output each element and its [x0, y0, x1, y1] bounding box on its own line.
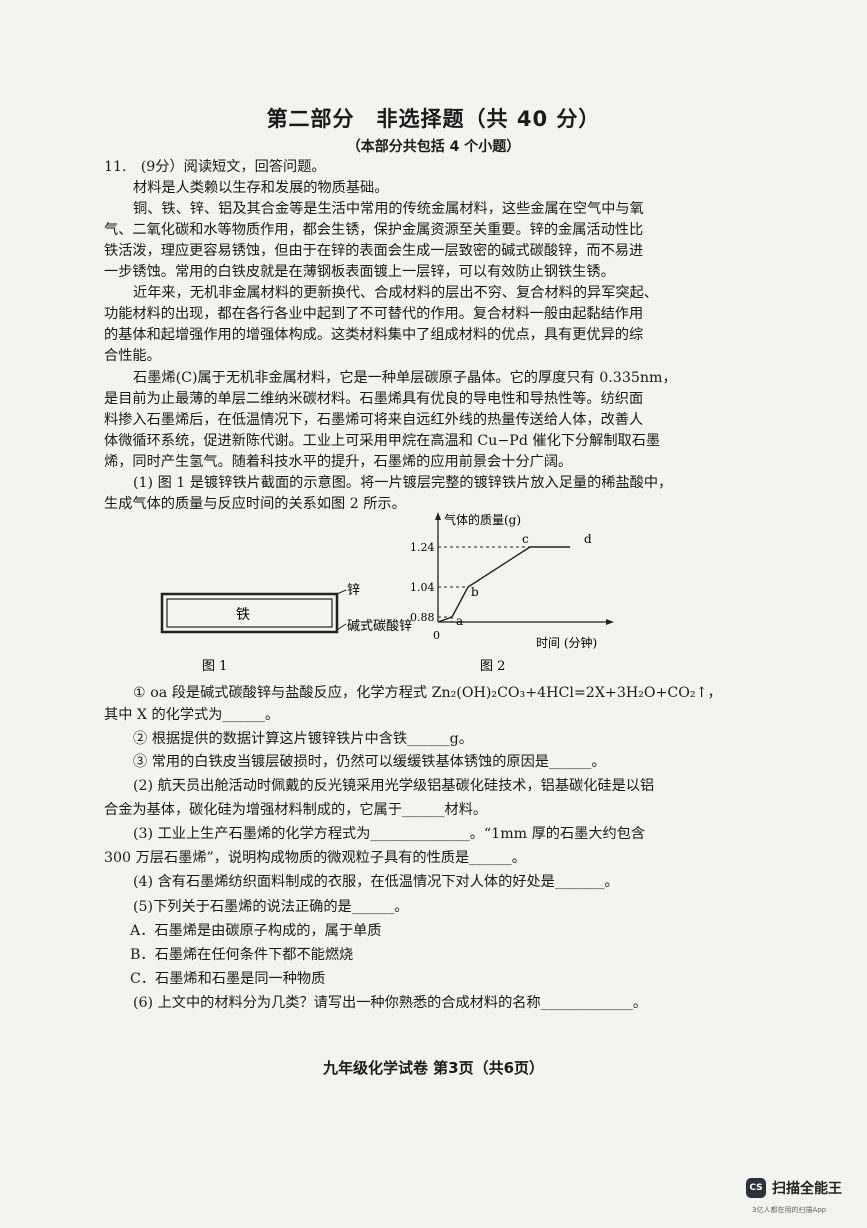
option-b: B．石墨烯在任何条件下都不能燃烧	[130, 947, 354, 963]
question-heading: 11. (9分）阅读短文，回答问题。	[104, 159, 326, 175]
point-label-a: a	[456, 614, 463, 628]
figure-1-diagram: 铁 锌 碱式碳酸锌 图 1	[160, 583, 412, 674]
passage-line: 是目前为止最薄的单层二维纳米碳材料。石墨烯具有优良的导电性和导热性等。纺织面	[104, 391, 644, 407]
passage-line: 合性能。	[104, 348, 161, 364]
passage-line: 功能材料的出现，都在各行各业中起到了不可替代的作用。复合材料一般由起黏结作用	[104, 306, 644, 322]
question-text: 生成气体的质量与反应时间的关系如图 2 所示。	[104, 496, 406, 512]
x-axis-title: 时间 (分钟)	[536, 635, 597, 650]
question-text: (6) 上文中的材料分为几类？请写出一种你熟悉的合成材料的名称_________…	[133, 995, 648, 1011]
passage-line: 铁活泼，理应更容易锈蚀，但由于在锌的表面会生成一层致密的碱式碳酸锌，而不易进	[104, 243, 644, 259]
question-text: 其中 X 的化学式为______。	[104, 707, 280, 723]
iron-core-outline	[166, 598, 333, 628]
question-text: ③ 常用的白铁皮当镀层破损时，仍然可以缓缓铁基体锈蚀的原因是______。	[133, 754, 606, 770]
x-axis-arrow	[606, 619, 614, 625]
question-text: 300 万层石墨烯”，说明构成物质的微观粒子具有的性质是______。	[104, 850, 526, 866]
iron-label: 铁	[236, 607, 250, 623]
origin-label: 0	[433, 629, 440, 642]
passage-line: 料掺入石墨烯后，在低温情况下，石墨烯可将来自远红外线的热量传送给人体，改善人	[104, 412, 644, 428]
y-axis-title: 气体的质量(g)	[444, 512, 521, 527]
y-axis-arrow	[435, 512, 441, 520]
zinc-layer-outline	[160, 592, 339, 634]
passage-line: 烯，同时产生氢气。随着科技水平的提升，石墨烯的应用前景会十分广阔。	[104, 454, 573, 470]
passage-line: 的基体和起增强作用的增强体构成。这类材料集中了组成材料的优点，具有更优异的综	[104, 327, 644, 343]
zinc-leader-line	[336, 589, 347, 595]
passage-line: 一步锈蚀。常用的白铁皮就是在薄钢板表面镀上一层锌，可以有效防止钢铁生锈。	[104, 264, 615, 280]
passage-line: 体微循环系统，促进新陈代谢。工业上可采用甲烷在高温和 Cu−Pd 催化下分解制取…	[104, 433, 661, 449]
passage-line: 材料是人类赖以生存和发展的物质基础。	[133, 180, 389, 196]
passage-line: 石墨烯(C)属于无机非金属材料，它是一种单层碳原子晶体。它的厚度只有 0.335…	[133, 370, 677, 386]
option-a: A．石墨烯是由碳原子构成的，属于单质	[130, 923, 382, 939]
series-line	[437, 546, 570, 623]
y-tick-label: 0.88	[410, 611, 435, 624]
figure-2-caption: 图 2	[480, 659, 505, 674]
question-text: (5)下列关于石墨烯的说法正确的是______。	[133, 899, 409, 915]
option-c: C．石墨烯和石墨是同一种物质	[130, 971, 326, 987]
scanner-watermark: CS 扫描全能王	[746, 1178, 842, 1198]
point-label-d: d	[584, 532, 592, 546]
scanner-tagline: 3亿人都在用的扫描App	[752, 1206, 827, 1214]
question-text: ① oa 段是碱式碳酸锌与盐酸反应，化学方程式 Zn₂(OH)₂CO₃+4HCl…	[133, 685, 722, 701]
scanner-logo-icon: CS	[746, 1178, 766, 1198]
passage-line: 近年来，无机非金属材料的更新换代、合成材料的层出不穷、复合材料的异军突起、	[133, 285, 658, 301]
passage-line: 铜、铁、锌、铝及其合金等是生活中常用的传统金属材料，这些金属在空气中与氧	[133, 201, 644, 217]
coating-leader-line	[336, 623, 347, 631]
passage-line: 气、二氧化碳和水等物质作用，都会生锈，保护金属资源至关重要。锌的金属活动性比	[104, 222, 644, 238]
figure-1-caption: 图 1	[202, 659, 227, 674]
figures: 铁 锌 碱式碳酸锌 图 1 气体的质量(g) 时间 (分钟) 0 0.88 1.0…	[160, 512, 614, 674]
zinc-label: 锌	[347, 583, 360, 598]
question-text: (3) 工业上生产石墨烯的化学方程式为______________。“1mm 厚…	[133, 826, 646, 842]
y-tick-label: 1.04	[410, 581, 435, 594]
y-tick-label: 1.24	[410, 541, 435, 554]
question-text: (2) 航天员出舱活动时佩戴的反光镜采用光学级铝基碳化硅技术，铝基碳化硅是以铝	[133, 778, 655, 794]
question-text: ② 根据提供的数据计算这片镀锌铁片中含铁______g。	[133, 731, 473, 747]
scanner-name: 扫描全能王	[772, 1181, 842, 1197]
question-text: (1) 图 1 是镀锌铁片截面的示意图。将一片镀层完整的镀锌铁片放入足量的稀盐酸…	[133, 475, 673, 491]
question-text: 合金为基体，碳化硅为增强材料制成的，它属于______材料。	[104, 802, 488, 818]
section-subtitle: （本部分共包括 4 个小题）	[346, 139, 521, 155]
coating-label: 碱式碳酸锌	[347, 619, 412, 634]
chart-marks: 0.88 1.04 1.24 a b c d	[410, 532, 592, 628]
question-text: (4) 含有石墨烯纺织面料制成的衣服，在低温情况下对人体的好处是_______。	[133, 874, 619, 890]
point-label-b: b	[471, 585, 479, 599]
section-title: 第二部分 非选择题（共 40 分）	[266, 107, 601, 131]
page-footer: 九年级化学试卷 第3页（共6页）	[322, 1059, 545, 1077]
point-label-c: c	[522, 532, 529, 546]
figure-2-chart: 气体的质量(g) 时间 (分钟) 0 0.88 1.04 1.24 a b c d 图 2	[410, 512, 614, 674]
